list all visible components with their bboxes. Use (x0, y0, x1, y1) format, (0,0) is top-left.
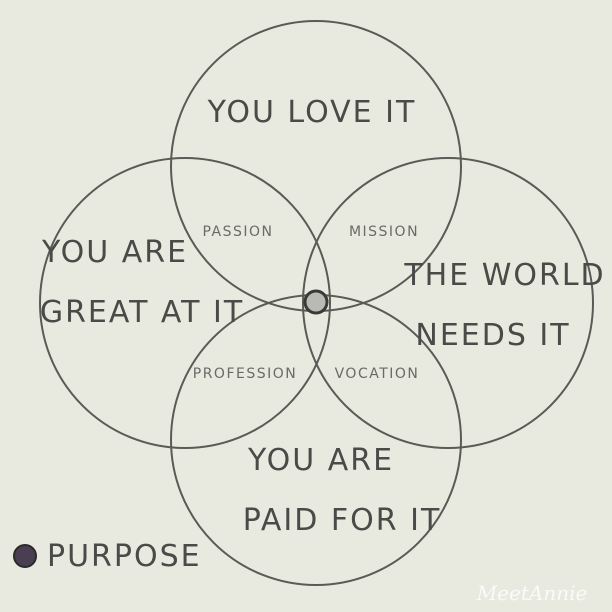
label-you-are: YOU ARE (41, 235, 188, 270)
label-you-love-it: YOU LOVE IT (207, 95, 417, 130)
circle-you-are-great-at-it (39, 157, 331, 449)
label-passion: PASSION (202, 224, 273, 240)
purpose-center-dot (303, 289, 329, 315)
legend-purpose-dot (13, 544, 37, 568)
label-needs-it: NEEDS IT (415, 318, 570, 353)
label-vocation: VOCATION (335, 366, 420, 382)
label-profession: PROFESSION (193, 366, 297, 382)
signature-watermark: MeetAnnie (476, 581, 588, 605)
circle-the-world-needs-it (302, 157, 594, 449)
label-mission: MISSION (349, 224, 419, 240)
label-you-are-paid: YOU ARE (247, 443, 394, 478)
legend-purpose-label: PURPOSE (47, 539, 202, 574)
label-the-world: THE WORLD (403, 258, 605, 293)
label-paid-for-it: PAID FOR IT (243, 503, 442, 538)
label-great-at-it: GREAT AT IT (40, 295, 244, 330)
